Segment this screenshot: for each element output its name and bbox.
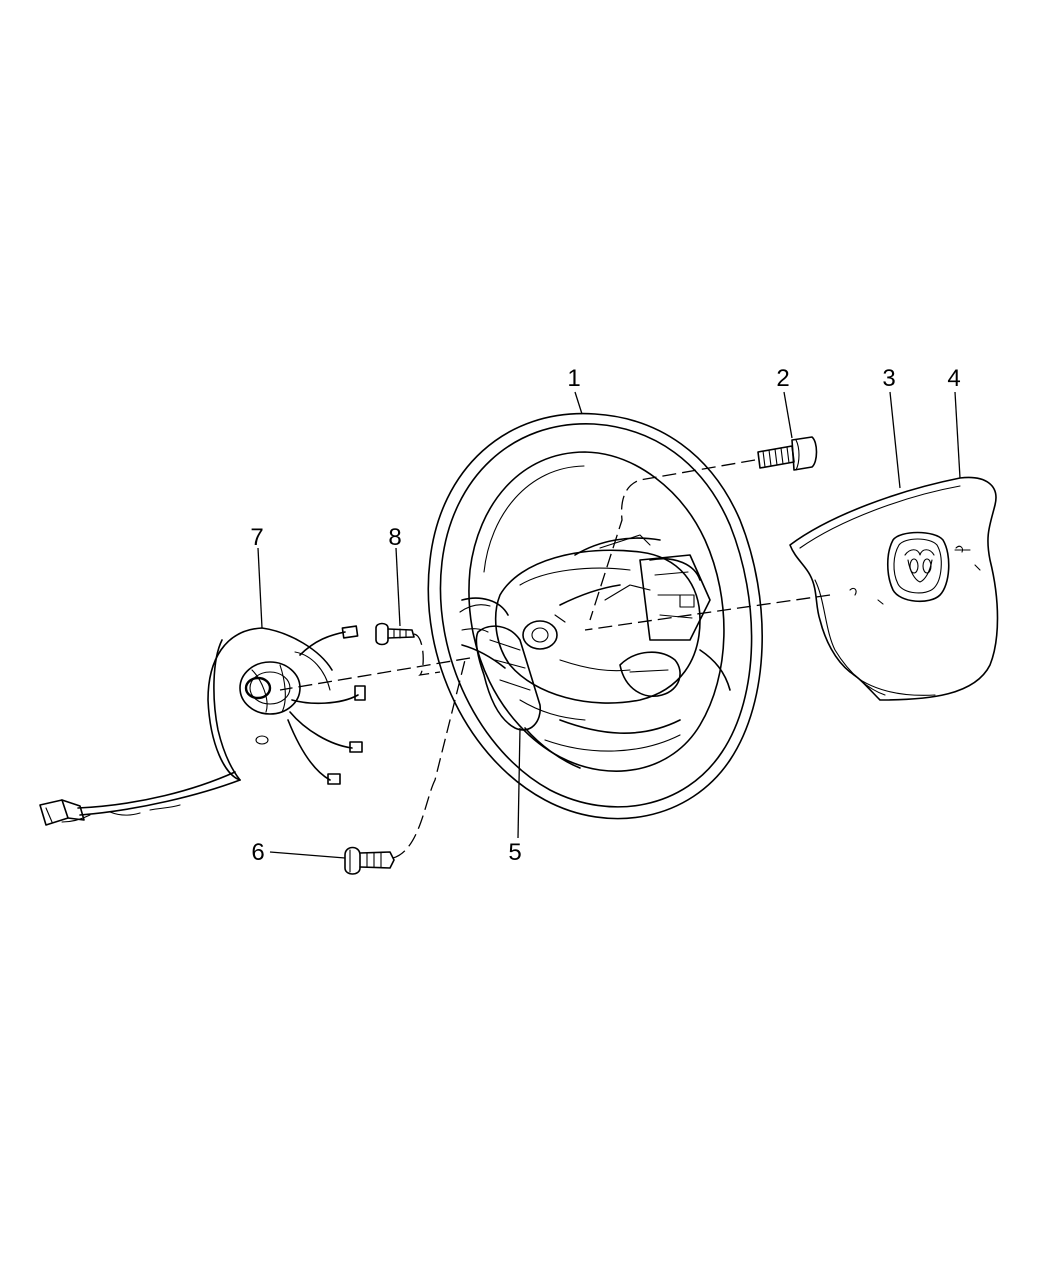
callout-7: 7 bbox=[250, 524, 263, 551]
callout-5: 5 bbox=[508, 839, 521, 866]
airbag-module bbox=[789, 476, 999, 701]
clockspring bbox=[39, 625, 366, 826]
leader-lines bbox=[257, 391, 961, 859]
callout-labels: 1 2 3 4 5 6 7 8 bbox=[250, 365, 960, 866]
screw-6 bbox=[344, 846, 395, 875]
callout-8: 8 bbox=[388, 524, 401, 551]
steering-wheel bbox=[427, 412, 763, 820]
bolt bbox=[757, 436, 818, 471]
callout-1: 1 bbox=[567, 365, 580, 392]
callout-4: 4 bbox=[947, 365, 960, 392]
callout-3: 3 bbox=[882, 365, 895, 392]
callout-6: 6 bbox=[251, 839, 264, 866]
screw-8 bbox=[375, 622, 415, 646]
assembly-lines bbox=[279, 459, 831, 859]
callout-2: 2 bbox=[776, 365, 789, 392]
